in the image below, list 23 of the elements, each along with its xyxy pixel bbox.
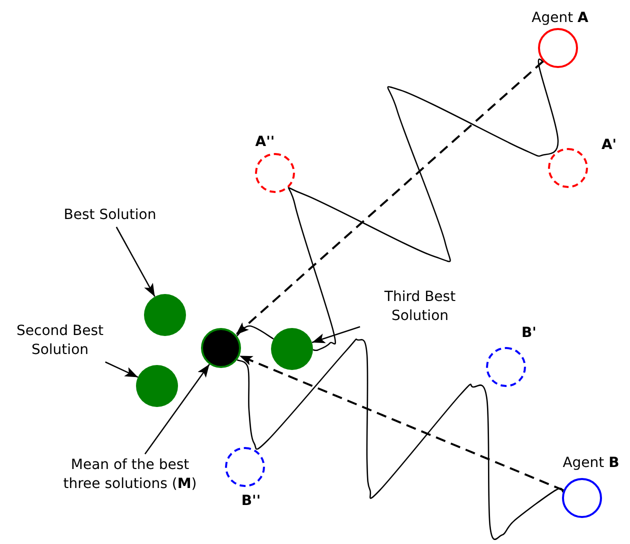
solution-circle <box>136 365 178 407</box>
annotation-text: Best Solution <box>45 206 175 225</box>
dashed-arrow <box>235 60 544 336</box>
solution-circle <box>271 328 313 370</box>
trajectory-curve <box>289 61 559 351</box>
position-label: B'' <box>240 493 262 509</box>
trajectory-line <box>236 325 274 340</box>
agent-label: Agent A <box>530 10 590 26</box>
dashed-arrow <box>239 354 564 492</box>
trajectory-curve <box>236 339 564 539</box>
agent-label: Agent B <box>562 455 620 471</box>
leader-line <box>116 226 156 297</box>
position-label: B' <box>520 325 538 341</box>
annotation-text: Second Best Solution <box>2 322 118 360</box>
leader-line <box>105 361 138 378</box>
leader-line <box>144 364 210 454</box>
position-label: A' <box>600 137 618 153</box>
solution-circle <box>144 294 186 336</box>
mean-circle <box>201 328 241 368</box>
annotation-text: Mean of the best three solutions (M) <box>52 456 208 494</box>
leader-line <box>312 326 360 344</box>
position-label: A'' <box>254 134 276 150</box>
annotation-text: Third Best Solution <box>362 288 478 326</box>
